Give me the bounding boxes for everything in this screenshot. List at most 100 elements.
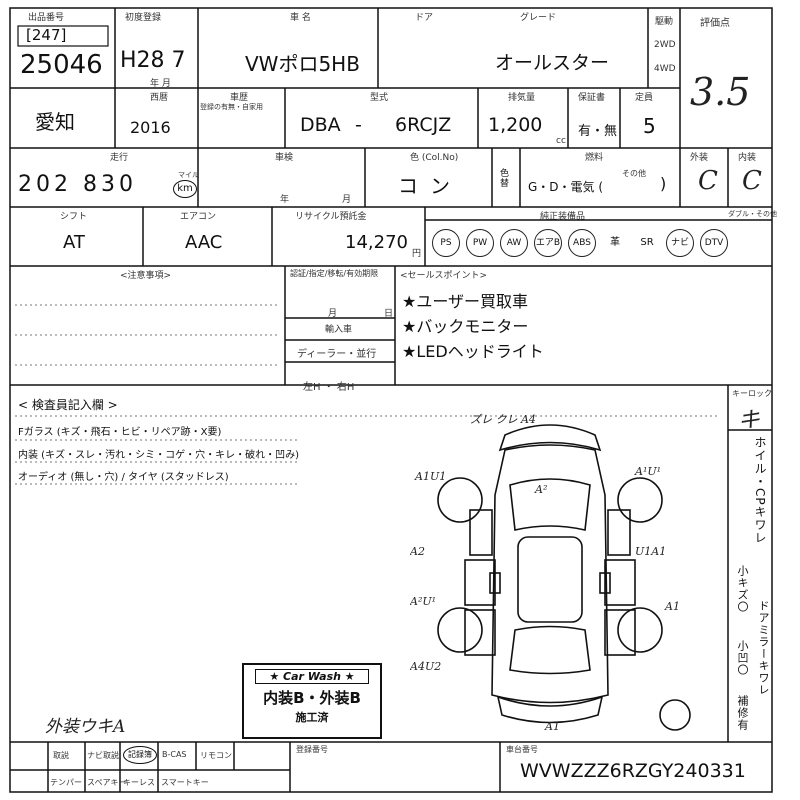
- capacity-value: 5: [643, 114, 656, 138]
- recycle-unit: 円: [412, 249, 422, 259]
- caution-label: <注意事項>: [120, 271, 172, 281]
- sales-point-3: ★LEDヘッドライト: [402, 342, 544, 361]
- inspector-line-1: Fガラス (キズ・飛石・ヒビ・リペア跡・X要): [18, 427, 222, 438]
- exterior-value: C: [698, 166, 718, 196]
- right-note-1: ホイル・CPキワレ: [753, 436, 767, 545]
- color-label: 色 (Col.No): [410, 153, 459, 163]
- mark-left-rear: A²U¹: [410, 595, 436, 608]
- vin-value: WVWZZZ6RZGY240331: [520, 760, 746, 782]
- sales-point-1: ★ユーザー買取車: [402, 292, 529, 311]
- interior-label: 内装: [738, 153, 757, 163]
- inspection-month-label: 月: [342, 195, 352, 205]
- mark-right-front: A¹U¹: [634, 465, 661, 478]
- fuel-close: ): [660, 174, 667, 193]
- region: 愛知: [35, 110, 75, 134]
- model-code: 6RCJZ: [395, 114, 452, 136]
- right-note-2: ドアミラーキワレ: [757, 600, 770, 696]
- equipment-7: ナビ: [666, 229, 694, 257]
- lot-number: 25046: [20, 50, 103, 80]
- vin-label: 車台番号: [506, 745, 538, 754]
- mileage-label: 走行: [110, 153, 129, 163]
- equipment-1: PW: [466, 229, 494, 257]
- mark-rear-left: A4U2: [410, 660, 441, 673]
- stamp-line-1: 内装B・外装B: [263, 689, 361, 707]
- recycle-value: 14,270: [345, 232, 408, 253]
- footer-item-temper: テンパー: [50, 778, 82, 787]
- first-reg-value: H28 7: [120, 48, 186, 73]
- capacity-label: 定員: [635, 93, 654, 103]
- inspection-year-label: 年: [280, 195, 290, 205]
- year-label: 西暦: [150, 93, 169, 103]
- model-dash: -: [355, 114, 362, 136]
- expiry-month-label: 月: [328, 309, 338, 319]
- mark-left-front: A1U1: [414, 470, 446, 483]
- warranty-label: 保証書: [578, 93, 606, 103]
- keylock-label: キーロック: [732, 389, 772, 398]
- inspector-handwritten: 外装ウキA: [45, 717, 126, 737]
- mark-right-rear: A1: [664, 600, 680, 613]
- footer-item-remote: リモコン: [200, 751, 232, 760]
- recycle-label: リサイクル預託金: [295, 212, 367, 222]
- displacement-value: 1,200: [488, 114, 543, 136]
- footer-item-record-book: 記録簿: [123, 746, 157, 764]
- footer-item-nav-manual: ナビ取説: [87, 751, 119, 760]
- inspector-line-3: オーディオ (無し・穴) / タイヤ (スタッドレス): [18, 472, 229, 483]
- car-diagram: ズレ クレ A4 A² A¹U¹ A1U1 A2 U1A1 A²U¹ A1 A4…: [410, 413, 691, 733]
- equipment-2: AW: [500, 229, 528, 257]
- sales-point-2: ★バックモニター: [402, 317, 529, 336]
- car-name-value: VWポロ5HB: [245, 52, 360, 76]
- sales-label: <セールスポイント>: [400, 271, 488, 281]
- equipment-label: 純正装備品: [540, 212, 586, 222]
- score-label: 評価点: [700, 18, 730, 29]
- score-value: 3.5: [690, 70, 751, 114]
- stamp-title: ★ Car Wash ★: [255, 669, 369, 684]
- inspection-expiry-label: 認証/指定/移転/有効期限: [290, 269, 379, 278]
- interior-value: C: [742, 166, 762, 196]
- grade-value: オールスター: [495, 52, 610, 74]
- displacement-label: 排気量: [508, 93, 536, 103]
- expiry-day-label: 日: [384, 309, 394, 319]
- mark-hood: A²: [534, 483, 547, 496]
- fuel-label: 燃料: [585, 153, 604, 163]
- history-sub: 登録の有無・自家用: [200, 103, 263, 111]
- door-label: ドア: [415, 13, 434, 23]
- ac-label: エアコン: [180, 212, 217, 222]
- warranty-value: 有・無: [578, 124, 618, 139]
- drive-4wd: 4WD: [654, 64, 676, 74]
- equipment-8: DTV: [700, 229, 728, 257]
- exterior-label: 外装: [690, 153, 709, 163]
- equipment-6: SR: [640, 237, 654, 248]
- registration-label: 登録番号: [296, 745, 328, 754]
- footer-item-spare-key: スペアキー: [87, 778, 127, 787]
- footer-item-smart-key: スマートキー: [161, 778, 209, 787]
- mileage-unit-km: km: [173, 180, 197, 198]
- footer-item-keyless: キーレス: [123, 778, 155, 787]
- handle-value: 左H ・ 右H: [303, 382, 355, 393]
- inspection-label: 車検: [275, 153, 294, 163]
- displacement-unit: cc: [556, 136, 566, 146]
- inspector-title: < 検査員記入欄 >: [18, 398, 118, 412]
- model-label: 型式: [370, 93, 389, 103]
- ac-value: AAC: [185, 232, 223, 253]
- equipment-5: 革: [610, 237, 620, 248]
- fuel-other: その他: [622, 169, 646, 178]
- year-value: 2016: [130, 118, 171, 137]
- grade-label: グレード: [520, 13, 557, 23]
- car-name-label: 車 名: [290, 13, 311, 23]
- inspector-line-2: 内装 (キズ・スレ・汚れ・シミ・コゲ・穴・キレ・破れ・凹み): [18, 450, 299, 461]
- right-note-1b: 小キズ〇: [736, 565, 749, 613]
- shift-value: AT: [63, 232, 85, 253]
- mark-right-door: U1A1: [635, 545, 666, 558]
- color-value: コン: [398, 174, 462, 198]
- equipment-other: ダブル・その他: [728, 210, 777, 218]
- fuel-value: G・D・電気 (: [528, 180, 604, 194]
- car-wash-stamp: ★ Car Wash ★ 内装B・外装B 施工済: [242, 663, 382, 739]
- footer-item-manual: 取説: [53, 751, 69, 760]
- import-label: 輸入車: [325, 325, 353, 335]
- drive-2wd: 2WD: [654, 40, 676, 50]
- equipment-4: ABS: [568, 229, 596, 257]
- mark-rear-bumper: A1: [544, 720, 560, 733]
- footer-item-bcas: B-CAS: [162, 750, 187, 759]
- mark-front-bumper: ズレ クレ A4: [470, 413, 536, 426]
